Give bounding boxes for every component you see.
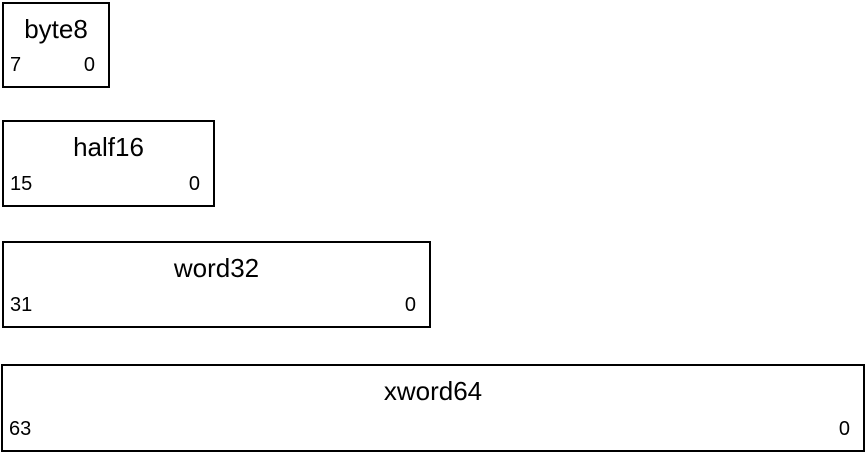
type-box-half16: half16 15 0 (2, 120, 215, 207)
type-label: half16 (73, 132, 144, 162)
msb-bit-number: 31 (10, 294, 33, 316)
bit-range-row: 63 0 (3, 417, 863, 450)
bit-range-row: 31 0 (4, 293, 429, 326)
msb-bit-number: 15 (10, 173, 33, 195)
msb-bit-number: 7 (10, 54, 22, 76)
lsb-bit-number: 0 (188, 173, 200, 195)
type-box-xword64: xword64 63 0 (1, 364, 865, 452)
lsb-bit-number: 0 (83, 54, 95, 76)
msb-bit-number: 63 (9, 418, 32, 440)
type-label: byte8 (24, 14, 88, 44)
type-box-word32: word32 31 0 (2, 241, 431, 328)
bit-range-row: 15 0 (4, 172, 213, 205)
type-box-byte8: byte8 7 0 (2, 2, 110, 88)
type-label: xword64 (383, 376, 483, 406)
lsb-bit-number: 0 (838, 418, 850, 440)
type-label: word32 (173, 253, 260, 283)
lsb-bit-number: 0 (404, 294, 416, 316)
bit-range-row: 7 0 (4, 53, 108, 86)
